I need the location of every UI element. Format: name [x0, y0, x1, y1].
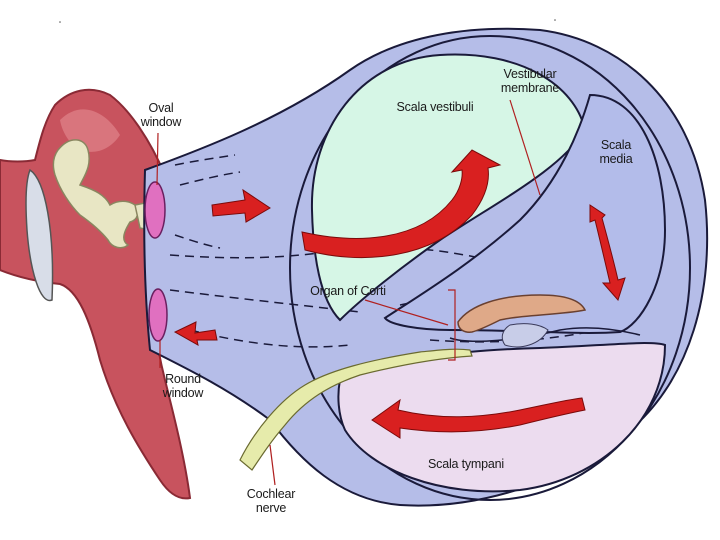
cochlear-nerve: [239, 348, 473, 471]
corner-dot-left: [59, 21, 61, 23]
arrow-round-window: [173, 321, 218, 346]
label-organ-of-corti: Organ of Corti: [310, 284, 386, 298]
arrow-oval-window: [211, 188, 271, 223]
round-window: [148, 288, 168, 342]
arrow-scala-media: [589, 204, 626, 301]
tympanic-membrane: [25, 168, 54, 302]
label-scala-vestibuli: Scala vestibuli: [396, 100, 474, 114]
arrows: [173, 149, 626, 439]
arrow-scala-tympani: [371, 397, 586, 439]
ossicles: [52, 139, 139, 249]
corner-dot-right: [554, 19, 556, 21]
oval-window: [144, 181, 166, 239]
basilar-membrane: [449, 327, 641, 342]
label-scala-tympani: Scala tympani: [428, 457, 504, 471]
tectorial-cells: [501, 323, 549, 348]
leader-lines: [156, 99, 541, 486]
cochlea-canal-outline: [289, 35, 691, 501]
arrow-scala-vestibuli: [301, 149, 502, 259]
organ-of-corti: [457, 294, 587, 333]
